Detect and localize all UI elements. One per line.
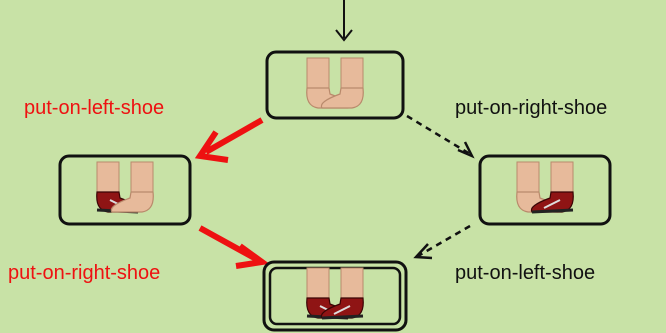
label-put-on-left-shoe-top: put-on-left-shoe <box>24 97 164 119</box>
arrow-left-shoe-to-goal <box>200 228 262 266</box>
arrow-start-to-right-shoe <box>407 116 472 156</box>
state-right-shoe-on <box>480 156 610 224</box>
arrow-right-shoe-to-goal <box>416 226 470 258</box>
state-start <box>267 52 403 118</box>
label-put-on-left-shoe-bottom: put-on-left-shoe <box>455 262 595 284</box>
state-left-shoe-on <box>60 156 190 224</box>
label-put-on-right-shoe-top: put-on-right-shoe <box>455 97 607 119</box>
state-goal <box>264 262 406 330</box>
label-put-on-right-shoe-bottom: put-on-right-shoe <box>8 262 160 284</box>
entry-arrow <box>336 0 352 40</box>
arrow-start-to-left-shoe <box>200 120 262 160</box>
